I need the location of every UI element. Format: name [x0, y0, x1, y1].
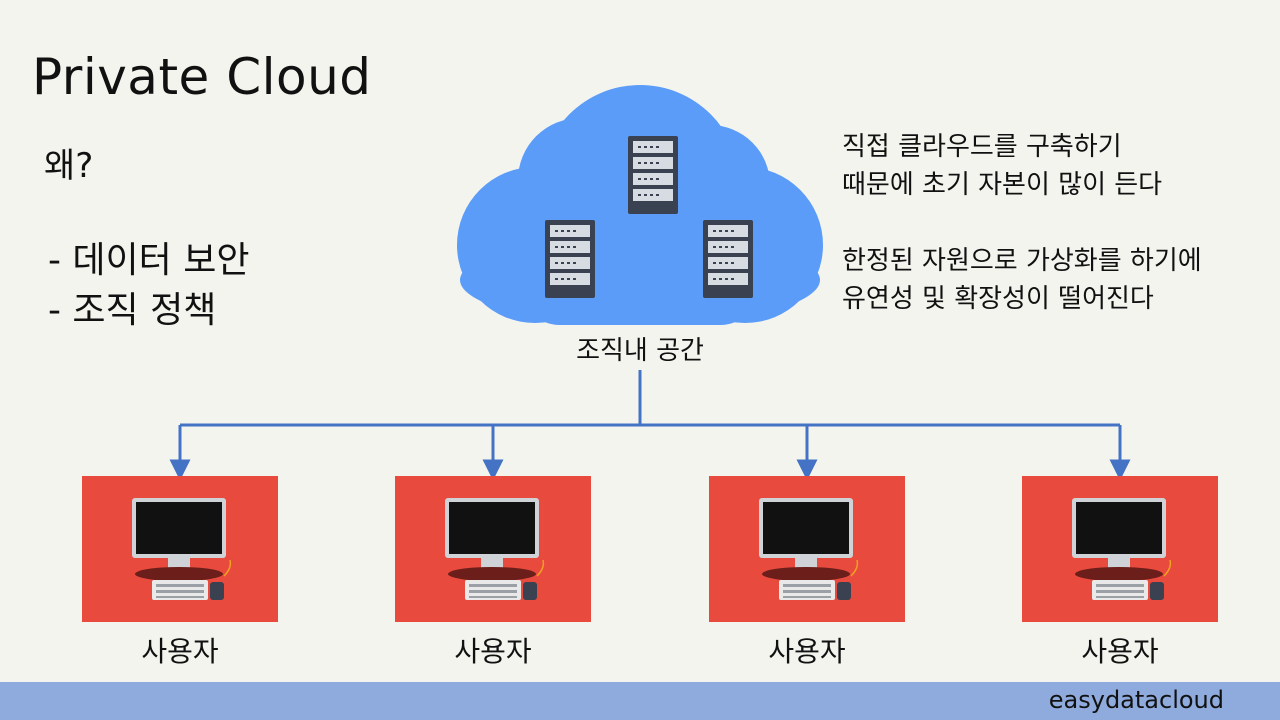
user-label: 사용자: [1081, 635, 1159, 668]
cons-line: 직접 클라우드를 구축하기: [842, 132, 1122, 162]
user-computer-2: [395, 476, 591, 622]
user-label: 사용자: [768, 635, 846, 668]
footer-bar: easydatacloud: [0, 682, 1280, 720]
user-label: 사용자: [141, 635, 219, 668]
computer-icon: [445, 498, 545, 600]
page-title: Private Cloud: [32, 48, 372, 106]
server-icon: [545, 220, 595, 298]
cons-line: 유연성 및 확장성이 떨어진다: [842, 284, 1154, 314]
reason-item: - 데이터 보안: [48, 240, 250, 281]
cloud-label: 조직내 공간: [576, 336, 704, 366]
cons-line: 한정된 자원으로 가상화를 하기에: [842, 246, 1202, 276]
reasons-list: - 데이터 보안 - 조직 정책: [48, 236, 249, 336]
cons-paragraph: 직접 클라우드를 구축하기 때문에 초기 자본이 많이 든다: [842, 128, 1202, 204]
connector-lines: [169, 370, 1131, 481]
brand-label: easydatacloud: [1048, 686, 1224, 714]
server-icon: [628, 136, 678, 214]
reason-item: - 조직 정책: [48, 290, 217, 331]
cons-text: 직접 클라우드를 구축하기 때문에 초기 자본이 많이 든다 한정된 자원으로 …: [842, 128, 1202, 356]
cons-paragraph: 한정된 자원으로 가상화를 하기에 유연성 및 확장성이 떨어진다: [842, 242, 1202, 318]
server-icon: [703, 220, 753, 298]
computer-icon: [1072, 498, 1172, 600]
computer-icon: [132, 498, 232, 600]
user-computer-4: [1022, 476, 1218, 622]
why-heading: 왜?: [44, 146, 94, 186]
user-computer-3: [709, 476, 905, 622]
computer-icon: [759, 498, 859, 600]
cons-line: 때문에 초기 자본이 많이 든다: [842, 170, 1163, 200]
user-label: 사용자: [454, 635, 532, 668]
user-computer-1: [82, 476, 278, 622]
